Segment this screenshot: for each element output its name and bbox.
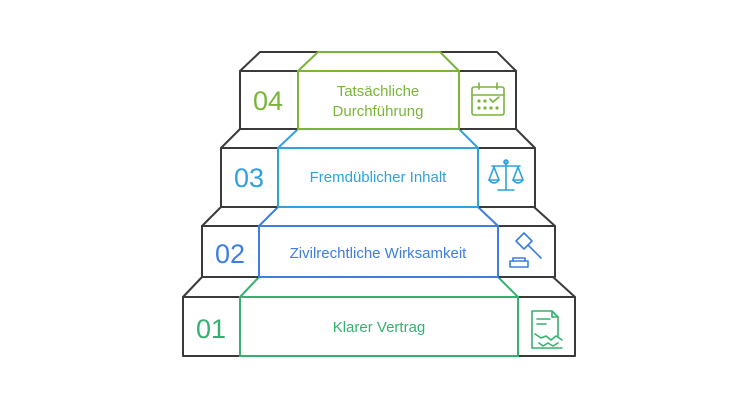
step-04: 04 Tatsächliche Durchführung: [239, 51, 517, 130]
step-03-tread: [277, 128, 479, 149]
step-03: 03 Fremdüblicher Inhalt: [220, 128, 536, 208]
step-01-number: 01: [196, 314, 226, 344]
step-03-riser: [277, 147, 479, 208]
step-03-number: 03: [234, 163, 264, 193]
step-04-number: 04: [253, 86, 283, 116]
step-02-frame: [201, 206, 556, 278]
step-02-number: 02: [215, 239, 245, 269]
step-01: 01 Klarer Vertrag: [182, 276, 576, 357]
step-04-label-line1: Tatsächliche: [337, 83, 420, 100]
step-02-tread: [258, 206, 499, 227]
step-02: 02 Zivilrechtliche Wirksamkeit: [201, 206, 556, 278]
step-02-riser: [258, 225, 499, 278]
scales-icon: [488, 159, 524, 191]
calendar-icon: [471, 82, 505, 116]
step-01-label: Klarer Vertrag: [333, 319, 426, 336]
step-02-label: Zivilrechtliche Wirksamkeit: [290, 245, 468, 262]
step-04-riser: [297, 70, 460, 130]
step-01-riser: [239, 296, 519, 357]
step-01-tread: [239, 276, 519, 298]
step-03-frame: [220, 128, 536, 208]
step-03-label: Fremdüblicher Inhalt: [310, 169, 448, 186]
gavel-icon: [509, 232, 542, 268]
step-04-label-line2: Durchführung: [333, 103, 424, 120]
step-04-tread: [297, 51, 460, 72]
step-01-frame: [182, 276, 576, 357]
contract-handshake-icon: [531, 310, 563, 349]
